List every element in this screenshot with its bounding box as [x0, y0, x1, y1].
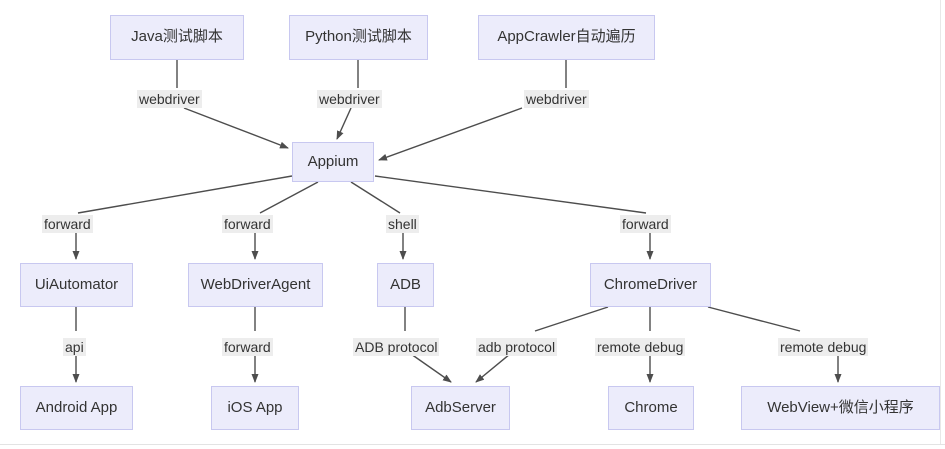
node-androidapp[interactable]: Android App	[20, 386, 133, 430]
edge-label-e10: ADB protocol	[353, 338, 440, 356]
edge-label-e5: forward	[222, 215, 273, 233]
edge-line	[374, 175, 647, 214]
edge-line	[410, 353, 452, 383]
node-adb[interactable]: ADB	[377, 263, 434, 307]
edge-label-e4: forward	[42, 215, 93, 233]
edge-line	[378, 107, 523, 161]
edge-label-e6: shell	[386, 215, 419, 233]
edge-line	[534, 306, 609, 332]
edge-label-e2: webdriver	[317, 90, 382, 108]
node-chromedriver[interactable]: ChromeDriver	[590, 263, 711, 307]
node-iosapp[interactable]: iOS App	[211, 386, 299, 430]
edge-label-e7: forward	[620, 215, 671, 233]
right-divider	[940, 0, 941, 444]
edge-label-e9: forward	[222, 338, 273, 356]
bottom-divider	[0, 444, 945, 445]
edge-line	[475, 353, 511, 383]
node-appium[interactable]: Appium	[292, 142, 374, 182]
node-uiautomator[interactable]: UiAutomator	[20, 263, 133, 307]
edge-line	[259, 181, 319, 214]
edge-line	[350, 181, 401, 214]
edge-label-e11: adb protocol	[476, 338, 558, 356]
edge-line	[707, 306, 801, 332]
edge-label-e1: webdriver	[137, 90, 202, 108]
edge-line	[183, 107, 289, 149]
node-webdriveragent[interactable]: WebDriverAgent	[188, 263, 323, 307]
edge-label-e8: api	[63, 338, 86, 356]
edge-label-e13: remote debug	[778, 338, 869, 356]
node-appcrawler[interactable]: AppCrawler自动遍历	[478, 15, 655, 60]
node-python[interactable]: Python测试脚本	[289, 15, 428, 60]
node-adbserver[interactable]: AdbServer	[411, 386, 510, 430]
node-chrome[interactable]: Chrome	[608, 386, 694, 430]
node-java[interactable]: Java测试脚本	[110, 15, 244, 60]
edge-line	[77, 175, 293, 214]
edge-label-e3: webdriver	[524, 90, 589, 108]
edge-label-e12: remote debug	[595, 338, 686, 356]
edge-paths	[72, 60, 842, 383]
edge-line	[336, 107, 352, 140]
node-webview[interactable]: WebView+微信小程序	[741, 386, 940, 430]
